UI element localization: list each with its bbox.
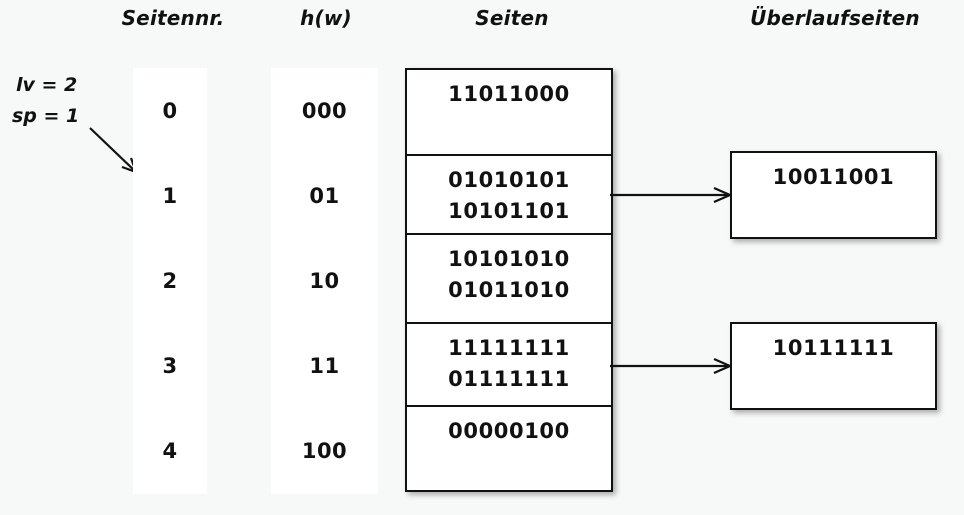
hash-column: 000 01 10 11 100 [271,68,378,494]
pages-box: 11011000 01010101 10101101 10101010 01011010… [405,68,613,492]
page-entry: 11011000 [448,82,570,106]
overflow-page-box: 10111111 [730,322,937,410]
page-number-cell: 3 [162,354,178,378]
column-header-overflow-pages: Überlaufseiten [750,6,920,30]
hash-cell: 100 [301,439,348,463]
page-entry: 01111111 [448,367,570,392]
page-row: 00000100 [407,407,611,494]
overflow-page-value: 10111111 [772,336,895,360]
page-number-cell: 4 [162,439,178,463]
parameter-lv: lv = 2 [16,74,78,96]
page-number-cell: 1 [162,184,178,208]
hash-cell: 01 [309,184,340,208]
parameter-sp: sp = 1 [12,105,80,127]
column-header-pages: Seiten [475,6,549,30]
page-entry: 00000100 [448,419,570,443]
hash-cell: 11 [309,354,340,378]
page-number-cell: 2 [162,269,178,293]
hash-cell: 10 [309,269,340,293]
page-row: 11111111 01111111 [407,324,611,407]
page-row: 11011000 [407,70,611,156]
page-entry: 10101101 [448,199,570,224]
right-arrow-icon [610,186,731,204]
page-row: 01010101 10101101 [407,156,611,235]
overflow-page-value: 10011001 [772,165,895,189]
page-number-cell: 0 [162,99,178,123]
right-arrow-icon [610,357,731,375]
hash-cell: 000 [301,99,348,123]
column-header-page-number: Seitennr. [121,6,225,30]
page-row: 10101010 01011010 [407,235,611,324]
page-entry: 01011010 [448,278,570,303]
column-header-hash: h(w) [300,6,352,30]
page-entry: 11111111 [448,336,570,360]
page-entry: 01010101 [448,168,570,192]
page-entry: 10101010 [448,247,570,271]
overflow-page-box: 10011001 [730,151,937,239]
page-number-column: 0 1 2 3 4 [133,68,207,494]
